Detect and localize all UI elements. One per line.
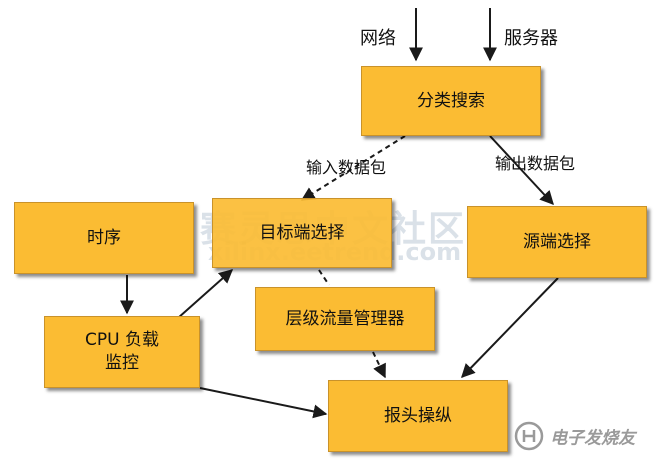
edge-target-to-layer [318,269,330,286]
node-target-select: 目标端选择 [212,198,392,268]
node-cpu-line2: 监控 [105,353,139,373]
edge-layer-to-header [372,351,386,379]
node-classify-search-label: 分类搜索 [417,90,485,111]
input-label-server: 服务器 [504,28,558,49]
node-header-manipulation-label: 报头操纵 [384,405,452,426]
input-label-network: 网络 [360,28,396,49]
edge-label-input-packet: 输入数据包 [306,158,387,177]
edge-classify-to-target [300,135,406,201]
node-timing-label: 时序 [87,227,121,248]
node-source-select-label: 源端选择 [523,231,591,252]
node-layer-traffic-manager-label: 层级流量管理器 [285,308,405,329]
edge-cpu-to-target [177,269,234,319]
node-target-select-label: 目标端选择 [259,222,345,243]
edge-cpu-to-header [199,387,328,419]
node-header-manipulation: 报头操纵 [328,380,508,452]
node-source-select: 源端选择 [467,206,647,278]
node-cpu-line1: CPU 负载 [85,330,159,351]
edge-classify-to-source [489,135,554,206]
node-cpu-load-monitor: CPU 负载 监控 [44,316,200,388]
node-timing: 时序 [14,202,194,274]
node-classify-search: 分类搜索 [361,66,541,136]
edge-source-to-header [461,277,559,379]
node-layer-traffic-manager: 层级流量管理器 [255,287,435,351]
edge-label-output-packet: 输出数据包 [495,154,576,173]
